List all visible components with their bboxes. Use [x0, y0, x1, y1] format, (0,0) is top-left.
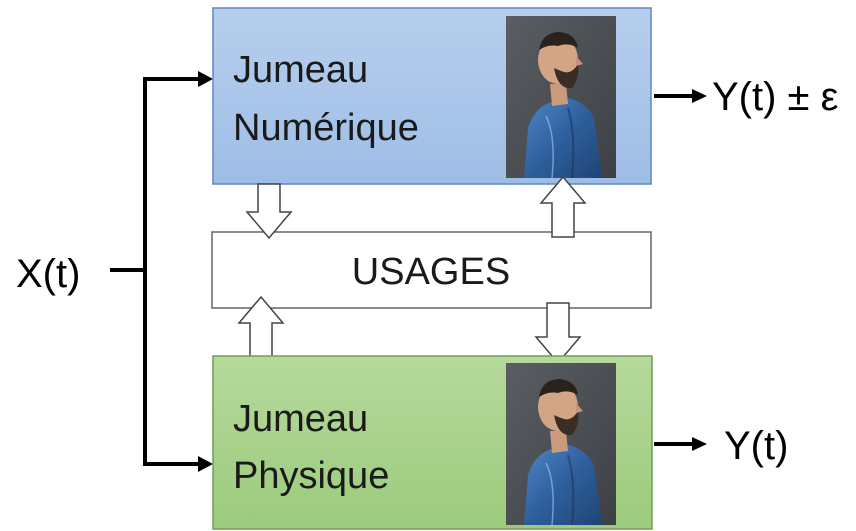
input-label: X(t) [16, 252, 80, 296]
usages-label: USAGES [352, 251, 510, 293]
physical-twin-line1: Jumeau [233, 398, 368, 440]
usages-box: USAGES [211, 231, 652, 309]
digital-output-label: Y(t) ± ε [712, 75, 839, 119]
block-arrow-down-to-usages [245, 183, 293, 240]
physical-twin-box: Jumeau Physique [212, 355, 653, 530]
digital-twin-line2: Numérique [233, 107, 419, 149]
physical-twin-line2: Physique [233, 455, 389, 497]
digital-output-arrow-head [692, 89, 707, 103]
block-arrow-up-to-digital [539, 175, 587, 238]
usages-rect [211, 231, 652, 309]
arrow-to-digital-head [198, 71, 213, 87]
digital-twin-box: Jumeau Numérique [212, 7, 652, 185]
physical-output-arrow-head [692, 437, 707, 451]
portrait-photo-digital [506, 16, 616, 178]
block-arrow-down-to-physical [534, 302, 582, 365]
block-arrow-up-to-usages [237, 295, 285, 358]
arrow-to-physical-head [198, 456, 213, 472]
physical-output-label: Y(t) [724, 424, 788, 468]
portrait-photo-physical [506, 363, 616, 525]
digital-twin-line1: Jumeau [233, 49, 368, 91]
